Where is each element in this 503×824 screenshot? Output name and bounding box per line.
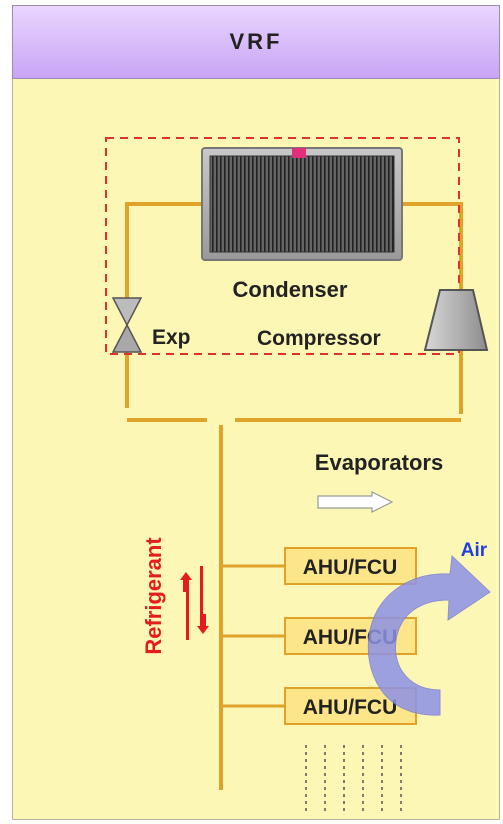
expansion-label: Exp [152, 326, 191, 349]
list-item: AHU/FCU [284, 547, 417, 585]
outdoor-unit-boundary [105, 137, 460, 355]
unit-label: AHU/FCU [303, 556, 398, 579]
compressor-label: Compressor [257, 327, 381, 350]
header-bar: VRF [12, 5, 500, 79]
unit-label: AHU/FCU [303, 696, 398, 719]
condenser-label: Condenser [233, 277, 348, 302]
air-label: Air [461, 540, 488, 561]
page-title: VRF [229, 29, 283, 54]
refrigerant-flow-arrows-icon [180, 566, 209, 640]
outdoor-pipe-loop [125, 202, 463, 414]
additional-units-dots [305, 745, 402, 815]
diagram-frame [12, 5, 500, 820]
branch-pipes [221, 564, 285, 708]
condenser-coil [201, 147, 403, 261]
compressor-icon [423, 289, 489, 351]
expansion-valve-icon [111, 297, 143, 353]
ahu-fcu-unit [284, 547, 417, 585]
air-circulation-arrow-icon [367, 554, 491, 716]
evaporators-arrow [317, 491, 394, 513]
refrigerant-label: Refrigerant [141, 537, 166, 655]
evaporators-label: Evaporators [315, 450, 443, 475]
